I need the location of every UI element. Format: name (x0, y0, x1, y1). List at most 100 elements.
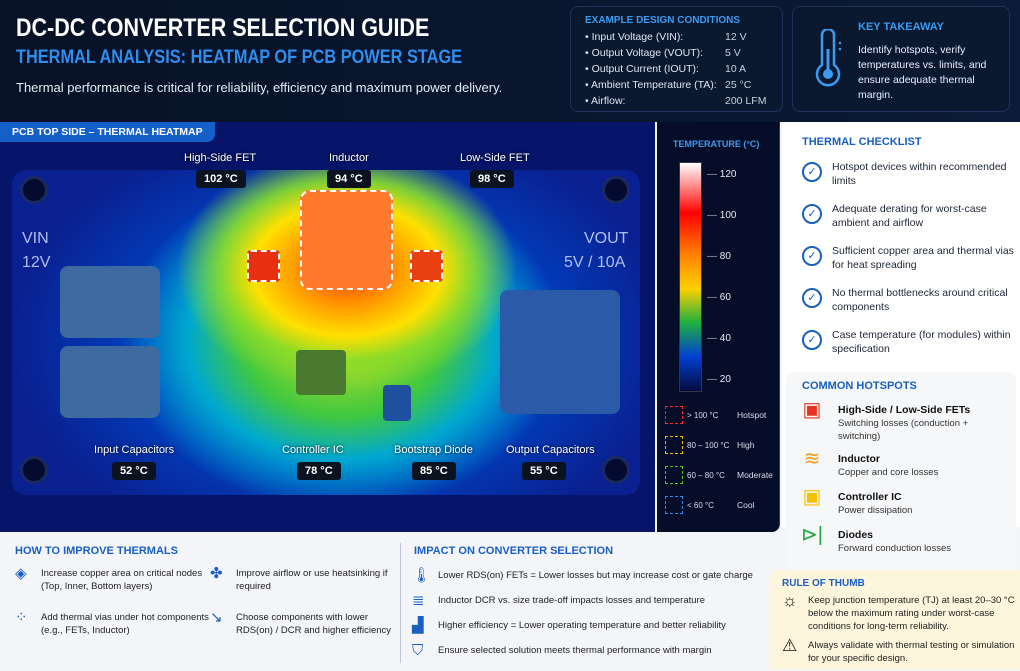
checklist-item: ✓Sufficient copper area and thermal vias… (802, 244, 1016, 286)
lightbulb-icon: ☼ (782, 591, 798, 610)
band-swatch (665, 466, 683, 484)
scale-tick: — 40 (707, 333, 731, 344)
page-description: Thermal performance is critical for reli… (16, 80, 503, 95)
mounting-hole (20, 456, 48, 484)
mounting-hole (602, 176, 630, 204)
impact-item: 🌡Lower RDS(on) FETs = Lower losses but m… (412, 566, 753, 584)
check-circle-icon: ✓ (802, 162, 822, 182)
impact-item: ▟Higher efficiency = Lower operating tem… (412, 616, 726, 634)
band-label: Moderate (737, 470, 773, 480)
condition-row: • Airflow: 200 LFM (585, 95, 768, 111)
checklist-title: THERMAL CHECKLIST (802, 136, 922, 148)
rule-item: ☼Keep junction temperature (TJ) at least… (782, 591, 1015, 632)
pcb-board: VIN 12V VOUT 5V / 10A (12, 170, 640, 495)
scale-tick: — 80 (707, 251, 731, 262)
input-capacitor (60, 266, 160, 338)
condition-value: 200 LFM (725, 95, 767, 107)
vin-value: 12V (22, 254, 51, 271)
header: DC-DC CONVERTER SELECTION GUIDE THERMAL … (0, 0, 1020, 122)
condition-label: • Airflow: (585, 95, 626, 107)
rule-title: RULE OF THUMB (782, 578, 865, 589)
high-side-fet (247, 250, 280, 282)
component-label: Output Capacitors (506, 444, 595, 456)
scale-tick: — 120 (707, 169, 737, 180)
thermometer-icon: 🌡 (412, 566, 432, 584)
checklist-item: ✓No thermal bottlenecks around critical … (802, 286, 1016, 328)
check-circle-icon: ✓ (802, 288, 822, 308)
controller-ic (296, 350, 346, 395)
page-subtitle: THERMAL ANALYSIS: HEATMAP OF PCB POWER S… (16, 47, 463, 68)
input-capacitor (60, 346, 160, 418)
temperature-legend: TEMPERATURE (°C) — 120— 100— 80— 60— 40—… (657, 122, 780, 532)
page-title: DC-DC CONVERTER SELECTION GUIDE (16, 14, 430, 42)
band-swatch (665, 496, 683, 514)
takeaway-title: KEY TAKEAWAY (858, 21, 944, 33)
checklist-item: ✓Case temperature (for modules) within s… (802, 328, 1016, 370)
condition-value: 12 V (725, 31, 747, 43)
vias-icon: ⁘ (15, 609, 28, 626)
takeaway-text: Identify hotspots, verify temperatures v… (858, 44, 987, 101)
layers-icon: ◈ (15, 565, 27, 582)
condition-label: • Ambient Temperature (TA): (585, 79, 717, 91)
improve-item: ↘Choose components with lower RDS(on) / … (210, 609, 392, 636)
improve-item: ⁘Add thermal vias under hot components (… (15, 609, 209, 636)
component-temp: 85 °C (412, 462, 456, 480)
fan-icon: ✤ (210, 565, 223, 582)
condition-value: 25 °C (725, 79, 752, 91)
trend-down-icon: ↘ (210, 609, 223, 626)
impact-item: ≣Inductor DCR vs. size trade-off impacts… (412, 591, 705, 609)
condition-row: • Input Voltage (VIN): 12 V (585, 31, 768, 47)
chip-icon: ▣ (802, 399, 822, 421)
band-range: > 100 °C (687, 410, 719, 420)
condition-row: • Ambient Temperature (TA): 25 °C (585, 79, 768, 95)
scale-tick: — 20 (707, 374, 731, 385)
design-conditions-card: EXAMPLE DESIGN CONDITIONS • Input Voltag… (570, 6, 783, 112)
component-label: Inductor (329, 152, 369, 164)
check-circle-icon: ✓ (802, 330, 822, 350)
component-temp: 52 °C (112, 462, 156, 480)
impact-item: ⛉Ensure selected solution meets thermal … (412, 641, 712, 659)
vin-label: VIN (22, 230, 49, 247)
scale-tick: — 100 (707, 210, 737, 221)
color-scale-bar (679, 162, 702, 392)
divider (400, 543, 401, 663)
component-temp: 102 °C (196, 170, 246, 188)
band-swatch (665, 436, 683, 454)
output-capacitors (500, 290, 620, 414)
condition-row: • Output Current (IOUT): 10 A (585, 63, 768, 79)
legend-title: TEMPERATURE (°C) (673, 139, 760, 149)
design-conditions-title: EXAMPLE DESIGN CONDITIONS (585, 15, 741, 26)
band-swatch (665, 406, 683, 424)
condition-label: • Input Voltage (VIN): (585, 31, 684, 43)
checklist-item: ✓Adequate derating for worst-case ambien… (802, 202, 1016, 244)
band-label: Cool (737, 500, 755, 510)
low-side-fet (410, 250, 443, 282)
condition-value: 10 A (725, 63, 747, 75)
thermal-heatmap-panel: PCB TOP SIDE – THERMAL HEATMAP VIN 12V V… (0, 122, 655, 532)
component-temp: 78 °C (297, 462, 341, 480)
coil-icon: ≣ (412, 591, 425, 609)
component-temp: 94 °C (327, 170, 371, 188)
component-temp: 55 °C (522, 462, 566, 480)
condition-label: • Output Current (IOUT): (585, 63, 699, 75)
condition-row: • Output Voltage (VOUT):5 V (585, 47, 768, 63)
key-takeaway-card: KEY TAKEAWAY Identify hotspots, verify t… (792, 6, 1010, 112)
bootstrap-diode (383, 385, 411, 421)
hotspots-title: COMMON HOTSPOTS (802, 380, 917, 392)
legend-band: > 100 °C Hotspot (665, 406, 766, 424)
heatmap-tab[interactable]: PCB TOP SIDE – THERMAL HEATMAP (0, 122, 215, 142)
band-label: Hotspot (737, 410, 767, 420)
vout-value: 5V / 10A (564, 254, 626, 271)
component-label: Controller IC (282, 444, 344, 456)
check-circle-icon: ✓ (802, 204, 822, 224)
band-label: High (737, 440, 755, 450)
shield-check-icon: ⛉ (412, 641, 424, 659)
mounting-hole (602, 456, 630, 484)
component-label: Input Capacitors (94, 444, 175, 456)
bar-chart-icon: ▟ (412, 616, 424, 634)
